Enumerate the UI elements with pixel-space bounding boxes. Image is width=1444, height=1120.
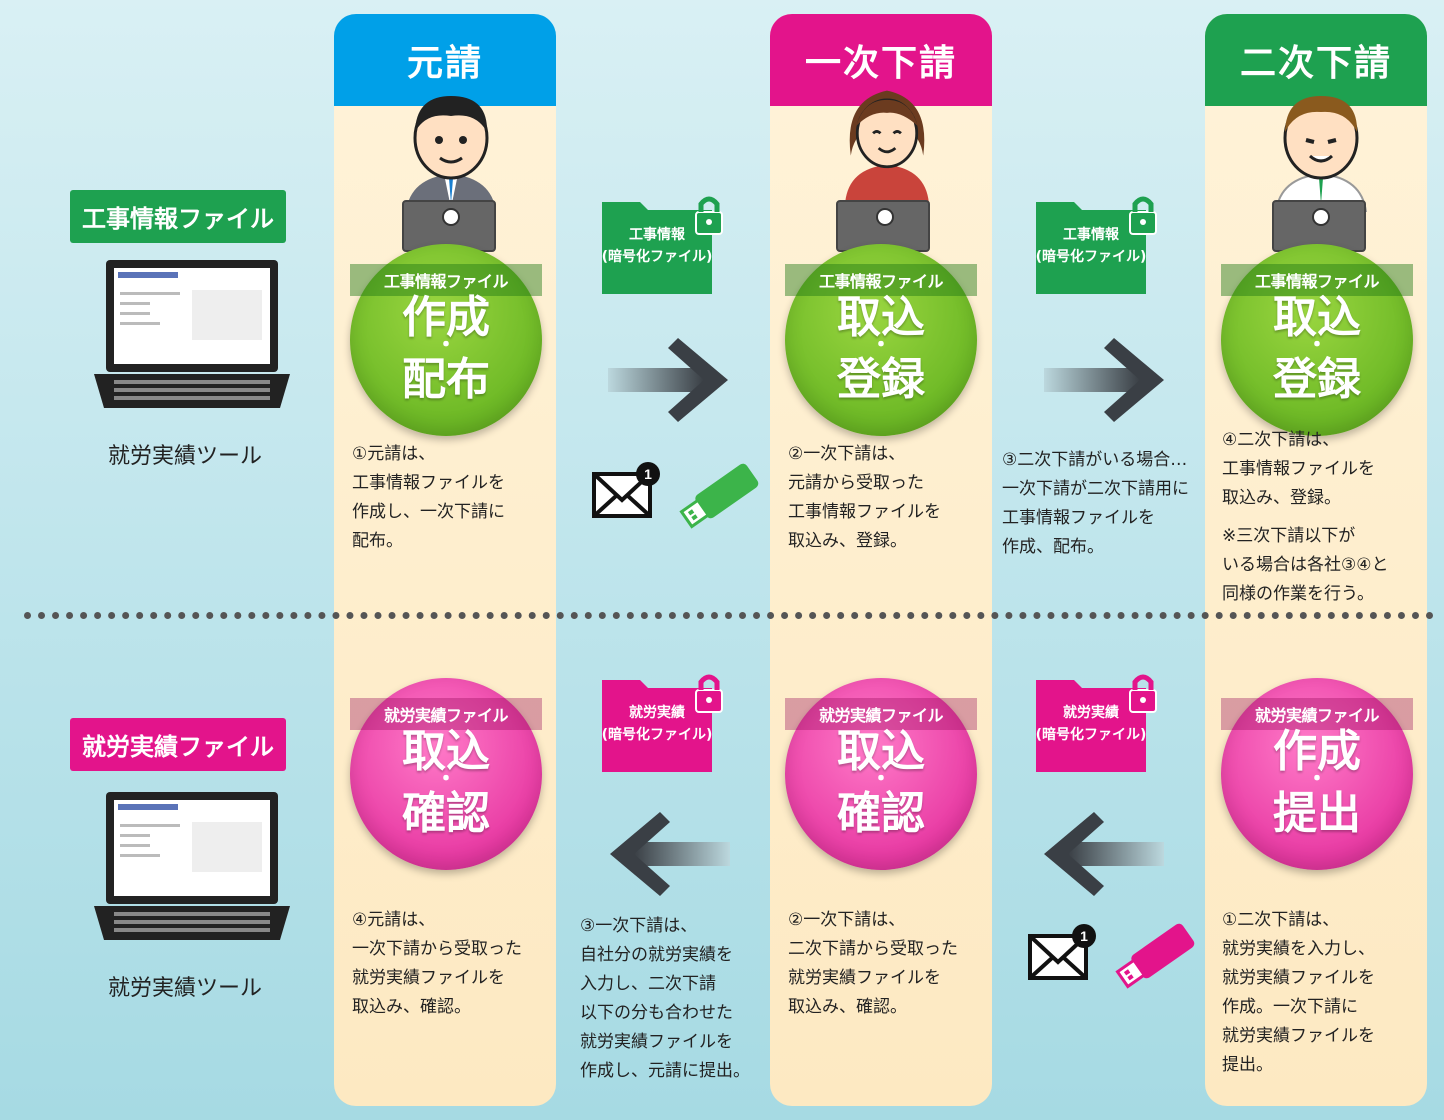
laptop-icon [94, 792, 290, 940]
circle-main-1: 取込 [837, 292, 925, 343]
circle-ichiji-import-confirm: 就労実績ファイル 取込 ・ 確認 [785, 678, 977, 870]
circle-ichiji-import-register: 工事情報ファイル 取込 ・ 登録 [785, 244, 977, 436]
circle-dot: ・ [1305, 333, 1328, 358]
circle-dot: ・ [1305, 767, 1328, 792]
arrow-left-icon [610, 812, 730, 896]
desc-top-motouke: ①元請は、 工事情報ファイルを 作成し、一次下請に 配布。 [352, 444, 505, 551]
circle-main-2: 登録 [1273, 354, 1361, 405]
desc-top-niji: ④二次下請は、 工事情報ファイルを 取込み、登録。 [1222, 430, 1375, 508]
circle-label: 工事情報ファイル [350, 264, 542, 296]
circle-motouke-create-distribute: 工事情報ファイル 作成 ・ 配布 [350, 244, 542, 436]
circle-label: 工事情報ファイル [1221, 264, 1413, 296]
folder-text: 工事情報(暗号化ファイル) [1035, 227, 1147, 265]
circle-dot: ・ [869, 333, 892, 358]
folder-text: 工事情報(暗号化ファイル) [601, 227, 713, 265]
folder-text: 就労実績(暗号化ファイル) [1035, 705, 1147, 743]
desc-bottom-motouke: ④元請は、 一次下請から受取った 就労実績ファイルを 取込み、確認。 [352, 910, 522, 1017]
mail-icon: 1 [1028, 924, 1096, 980]
folder-koji-2: 工事情報(暗号化ファイル) [1034, 190, 1158, 294]
usb-icon [679, 463, 759, 529]
circle-label: 就労実績ファイル [1221, 698, 1413, 730]
circle-main-1: 取込 [1273, 292, 1361, 343]
folder-text: 就労実績(暗号化ファイル) [601, 705, 713, 743]
svg-text:1: 1 [644, 466, 652, 482]
arrow-right-icon [608, 338, 728, 422]
folder-shuro-2: 就労実績(暗号化ファイル) [1034, 668, 1158, 772]
folder-shuro-1: 就労実績(暗号化ファイル) [600, 668, 724, 772]
lock-folder-icon [1036, 674, 1157, 772]
tool-label-top: 就労実績ツール [108, 444, 263, 469]
circle-main-2: 配布 [402, 354, 490, 405]
person-ichiji-icon [845, 90, 929, 202]
person-niji-icon [1274, 96, 1368, 212]
mail-icon: 1 [592, 462, 660, 518]
circle-label: 工事情報ファイル [785, 264, 977, 296]
desc-top-mid: ③二次下請がいる場合… 一次下請が二次下請用に 工事情報ファイルを 作成、配布。 [1002, 450, 1189, 557]
shuro-file-badge: 就労実績ファイル [70, 718, 286, 771]
arrow-left-icon [1044, 812, 1164, 896]
note-top-niji: ※三次下請以下が いる場合は各社③④と 同様の作業を行う。 [1222, 526, 1389, 604]
circle-main-1: 作成 [1273, 726, 1361, 777]
monitor-icon [402, 200, 496, 252]
column-header-niji: 二次下請 [1205, 14, 1427, 106]
circle-motouke-import-confirm: 就労実績ファイル 取込 ・ 確認 [350, 678, 542, 870]
koji-file-badge: 工事情報ファイル [70, 190, 286, 243]
arrow-right-icon [1044, 338, 1164, 422]
laptop-icon [94, 260, 290, 408]
desc-bottom-mid: ③一次下請は、 自社分の就労実績を 入力し、二次下請 以下の分も合わせた 就労実… [580, 916, 750, 1081]
desc-top-ichiji: ②一次下請は、 元請から受取った 工事情報ファイルを 取込み、登録。 [788, 444, 941, 551]
lock-folder-icon [602, 196, 723, 294]
circle-niji-create-submit: 就労実績ファイル 作成 ・ 提出 [1221, 678, 1413, 870]
usb-icon [1115, 923, 1195, 989]
circle-dot: ・ [434, 333, 457, 358]
circle-main-1: 取込 [837, 726, 925, 777]
lock-folder-icon [1036, 196, 1157, 294]
section-divider [24, 612, 1434, 619]
circle-main-2: 登録 [837, 354, 925, 405]
column-niji: 二次下請 [1205, 14, 1427, 1106]
tool-label-bottom: 就労実績ツール [108, 976, 263, 1001]
circle-main-2: 提出 [1273, 788, 1361, 839]
circle-main-2: 確認 [837, 788, 925, 839]
person-motouke-icon [406, 96, 496, 212]
lock-folder-icon [602, 674, 723, 772]
circle-dot: ・ [434, 767, 457, 792]
circle-dot: ・ [869, 767, 892, 792]
column-header-ichiji: 一次下請 [770, 14, 992, 106]
column-header-motouke: 元請 [334, 14, 556, 106]
circle-main-2: 確認 [402, 788, 490, 839]
circle-niji-import-register: 工事情報ファイル 取込 ・ 登録 [1221, 244, 1413, 436]
desc-bottom-ichiji: ②一次下請は、 二次下請から受取った 就労実績ファイルを 取込み、確認。 [788, 910, 958, 1017]
circle-label: 就労実績ファイル [785, 698, 977, 730]
circle-main-1: 取込 [402, 726, 490, 777]
desc-bottom-niji: ①二次下請は、 就労実績を入力し、 就労実績ファイルを 作成。一次下請に 就労実… [1222, 910, 1375, 1075]
circle-main-1: 作成 [402, 292, 490, 343]
circle-label: 就労実績ファイル [350, 698, 542, 730]
svg-text:1: 1 [1080, 928, 1088, 944]
folder-koji-1: 工事情報(暗号化ファイル) [600, 190, 724, 294]
